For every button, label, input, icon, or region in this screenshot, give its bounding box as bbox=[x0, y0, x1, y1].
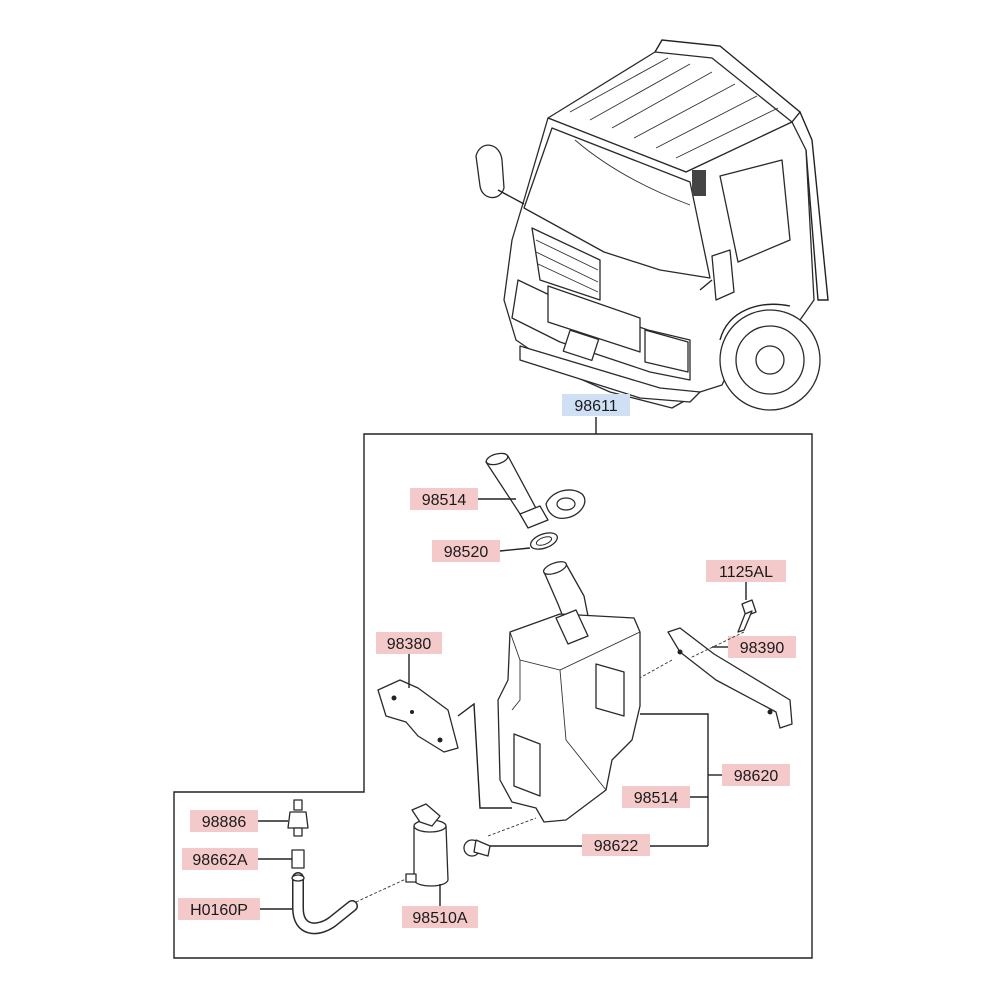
callout-nozzle: 98886 bbox=[190, 810, 288, 832]
assembly-frame bbox=[173, 433, 813, 959]
grommet-part bbox=[463, 839, 491, 857]
nozzle-part bbox=[287, 799, 309, 837]
callout-reservoir: 98514 bbox=[622, 786, 708, 808]
washer-pump-part bbox=[405, 803, 449, 887]
washer-reservoir-part bbox=[497, 561, 641, 823]
svg-text:98620: 98620 bbox=[734, 768, 779, 785]
svg-text:98611: 98611 bbox=[574, 398, 617, 415]
callout-seal: 98520 bbox=[432, 540, 531, 562]
callout-connector: 98662A bbox=[182, 848, 292, 870]
hose-part bbox=[291, 872, 358, 935]
svg-text:98886: 98886 bbox=[202, 814, 247, 831]
bracket-right-part bbox=[667, 627, 793, 729]
callout-assembly: 98611 bbox=[562, 394, 630, 434]
truck-cab-illustration bbox=[475, 39, 829, 411]
callout-grommet: 98622 bbox=[490, 834, 708, 856]
bolt-part bbox=[737, 599, 757, 633]
svg-text:1125AL: 1125AL bbox=[719, 564, 773, 581]
svg-text:98662A: 98662A bbox=[192, 852, 247, 869]
callout-bracket-right: 98390 bbox=[712, 636, 796, 658]
callout-reservoir-assembly: 98620 bbox=[640, 713, 790, 846]
svg-text:98622: 98622 bbox=[594, 838, 639, 855]
seal-ring-part bbox=[529, 532, 559, 550]
callout-bracket-left: 98380 bbox=[376, 632, 442, 688]
svg-text:98514: 98514 bbox=[634, 790, 679, 807]
svg-text:98520: 98520 bbox=[444, 544, 489, 561]
bracket-left-part bbox=[377, 679, 459, 753]
svg-text:98390: 98390 bbox=[740, 640, 785, 657]
svg-text:98514: 98514 bbox=[422, 492, 467, 509]
svg-text:H0160P: H0160P bbox=[190, 902, 248, 919]
callout-pump: 98510A bbox=[402, 884, 478, 928]
svg-text:98380: 98380 bbox=[387, 636, 432, 653]
svg-text:98510A: 98510A bbox=[412, 910, 467, 927]
callout-hose: H0160P bbox=[178, 898, 292, 920]
connector-part bbox=[291, 849, 305, 869]
callout-filler-neck: 98514 bbox=[410, 488, 516, 510]
filler-neck-part bbox=[485, 452, 586, 529]
callout-bolt: 1125AL bbox=[706, 560, 786, 600]
